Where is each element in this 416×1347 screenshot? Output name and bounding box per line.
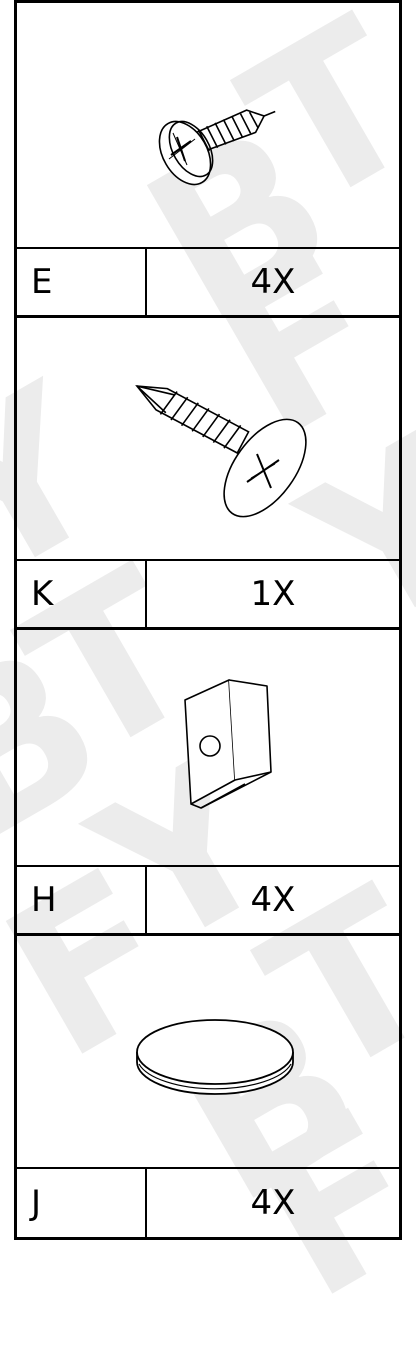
part-row-j: J 4X bbox=[17, 1167, 399, 1237]
part-row-e: E 4X bbox=[17, 247, 399, 315]
part-quantity: 1X bbox=[147, 561, 399, 627]
part-letter: K bbox=[17, 561, 147, 627]
part-panel-k: K 1X bbox=[14, 315, 402, 630]
hardware-parts-sheet: E 4X K 1X bbox=[0, 0, 416, 1240]
part-quantity: 4X bbox=[147, 249, 399, 315]
part-quantity: 4X bbox=[147, 867, 399, 933]
part-quantity: 4X bbox=[147, 1169, 399, 1237]
corner-bracket-icon bbox=[17, 630, 399, 867]
part-row-k: K 1X bbox=[17, 559, 399, 627]
round-cap-disc-icon bbox=[17, 936, 399, 1172]
part-panel-j: J 4X bbox=[14, 933, 402, 1240]
flat-head-phillips-screw-icon bbox=[17, 3, 399, 249]
part-panel-e: E 4X bbox=[14, 0, 402, 318]
part-letter: E bbox=[17, 249, 147, 315]
part-panel-h: H 4X bbox=[14, 627, 402, 936]
truss-head-phillips-screw-icon bbox=[17, 318, 399, 561]
part-letter: H bbox=[17, 867, 147, 933]
part-letter: J bbox=[17, 1169, 147, 1237]
part-row-h: H 4X bbox=[17, 865, 399, 933]
